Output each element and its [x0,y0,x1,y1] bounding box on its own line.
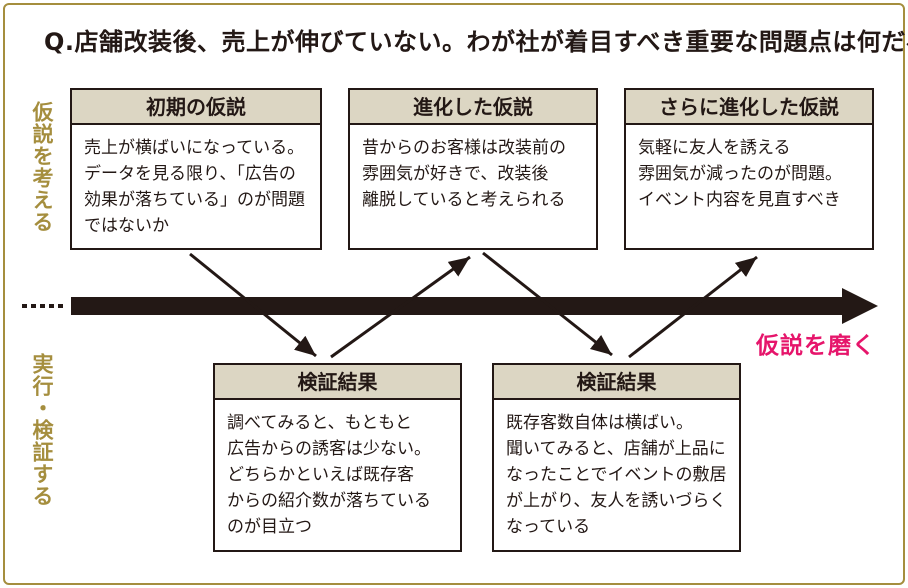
box-body: 既存客数自体は横ばい。 聞いてみると、店舗が上品に なったことでイベントの敷居 … [506,413,727,537]
box-body: 売上が横ばいになっている。 データを見る限り、「広告の 効果が落ちている」のが問… [84,138,305,236]
question-title: Q.店舗改装後、売上が伸びていない。わが社が着目すべき重要な問題点は何だろうか？ [44,28,908,56]
arrow-up-to-further-evolved [628,255,758,359]
box-header: さらに進化した仮説 [626,90,872,125]
hypothesis-box-further-evolved: さらに進化した仮説 気軽に友人を誘える 雰囲気が減ったのが問題。 イベント内容を… [624,88,874,250]
verification-result-box-1: 検証結果 調べてみると、もともと 広告からの誘客は少ない。 どちらかといえば既存… [213,363,462,552]
box-body: 気軽に友人を誘える 雰囲気が減ったのが問題。 イベント内容を見直すべき [638,138,842,210]
axis-label-execute-verify: 実行・検証する [30,353,54,507]
arrow-down-to-verify-2 [482,251,613,357]
arrow-down-to-verify-1 [189,252,317,358]
hypothesis-box-evolved: 進化した仮説 昔からのお客様は改装前の 雰囲気が好きで、改装後 離脱していると考… [348,88,598,250]
verification-result-box-2: 検証結果 既存客数自体は横ばい。 聞いてみると、店舗が上品に なったことでイベン… [492,363,741,552]
axis-label-think-hypothesis: 仮説を考える [30,101,54,233]
box-header: 検証結果 [494,365,739,400]
box-header: 進化した仮説 [350,90,596,125]
axis-bar-arrowhead [842,288,878,324]
hypothesis-box-initial: 初期の仮説 売上が横ばいになっている。 データを見る限り、「広告の 効果が落ちて… [70,88,322,250]
arrow-up-to-evolved [330,255,471,359]
axis-bar [71,297,842,315]
polish-hypothesis-label: 仮説を磨く [756,333,876,359]
box-body: 調べてみると、もともと 広告からの誘客は少ない。 どちらかといえば既存客 からの… [227,413,431,537]
box-header: 初期の仮説 [72,90,320,125]
box-body: 昔からのお客様は改装前の 雰囲気が好きで、改装後 離脱していると考えられる [362,138,566,210]
box-header: 検証結果 [215,365,460,400]
